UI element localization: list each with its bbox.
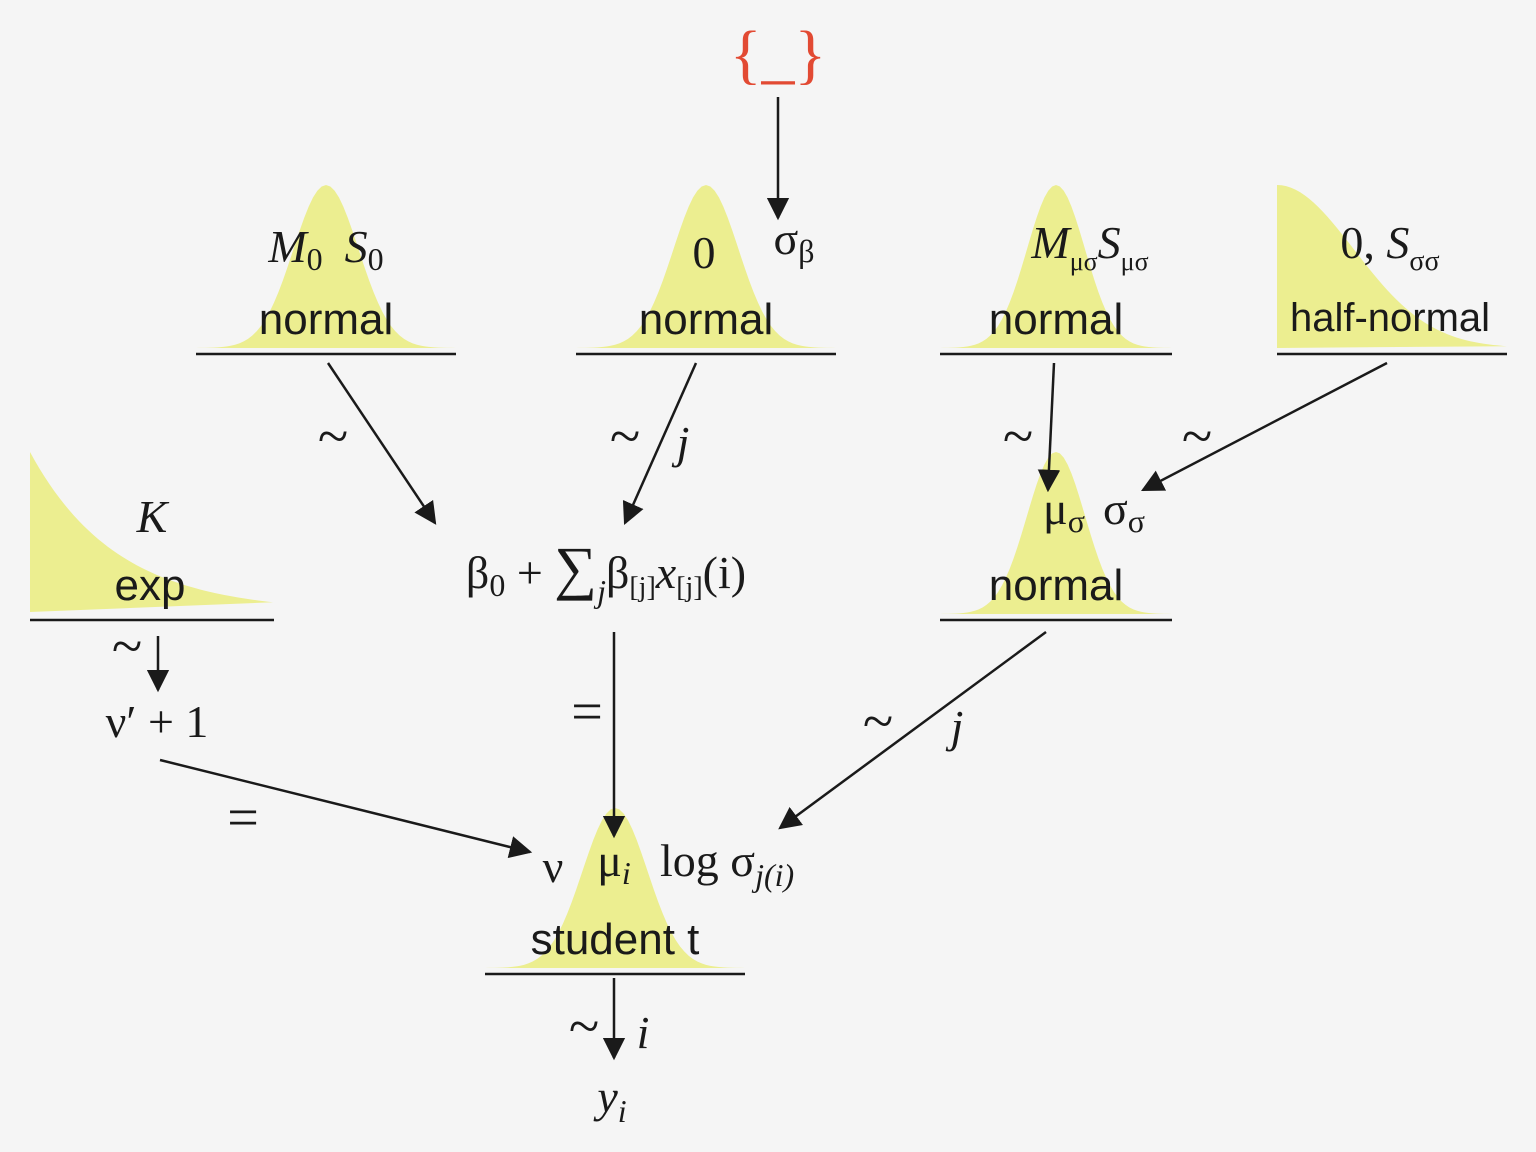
equals-mu: = [571, 681, 603, 743]
arrow-betaj [622, 362, 698, 526]
output-y: yi [593, 1071, 626, 1129]
normal-curve-betaj [576, 185, 836, 348]
nu-transform: ν′ + 1 [106, 696, 209, 747]
index-i: i [637, 1007, 650, 1058]
tilde-mu-sigma: ~ [1003, 406, 1033, 468]
sigma-dist-label: normal [989, 561, 1124, 610]
half-normal-dist-label: half-normal [1290, 296, 1490, 340]
tilde-nu: ~ [112, 616, 142, 678]
index-j-betaj: j [672, 417, 690, 468]
arrow-sigma-sigma [1141, 361, 1388, 492]
linear-predictor-formula: β0 + ∑jβ[j]x[j](i) [466, 535, 746, 609]
equals-nu: = [227, 787, 259, 849]
likelihood-nu: ν [543, 841, 564, 892]
mu-sigma-params: MμσSμσ [1030, 217, 1148, 276]
arrow-nu-to-likelihood [159, 758, 533, 859]
constant-brace: {_} [730, 18, 826, 91]
mu-sigma-dist-label: normal [989, 295, 1124, 344]
arrow-mu-sigma [1037, 362, 1061, 493]
betaj-mean: 0 [693, 227, 716, 278]
tilde-betaj: ~ [610, 406, 640, 468]
betaj-sd: σβ [773, 213, 814, 269]
betaj-dist-label: normal [639, 295, 774, 344]
index-j-sigma: j [946, 701, 964, 752]
exp-dist-label: exp [115, 561, 186, 610]
tilde-sigma-sigma: ~ [1182, 406, 1212, 468]
exp-curve [30, 452, 273, 612]
arrow-sigma-to-likelihood [778, 630, 1047, 830]
tilde-sigma-j: ~ [863, 691, 893, 753]
likelihood-mu: μi [597, 835, 631, 891]
normal-curve-beta0 [196, 185, 456, 348]
likelihood-sigma: log σj(i) [660, 835, 794, 893]
beta0-dist-label: normal [259, 295, 394, 344]
normal-curve-mu-sigma [940, 185, 1172, 348]
sigma-sigma-params: 0, Sσσ [1340, 217, 1439, 277]
arrow-beta0 [326, 362, 437, 525]
tilde-y: ~ [569, 996, 599, 1058]
exp-param: K [136, 491, 170, 542]
half-normal-curve [1277, 185, 1507, 348]
student-t-curve [485, 808, 745, 968]
student-t-dist-label: student t [531, 915, 700, 964]
normal-curve-sigma [940, 452, 1172, 614]
tilde-beta0: ~ [318, 406, 348, 468]
